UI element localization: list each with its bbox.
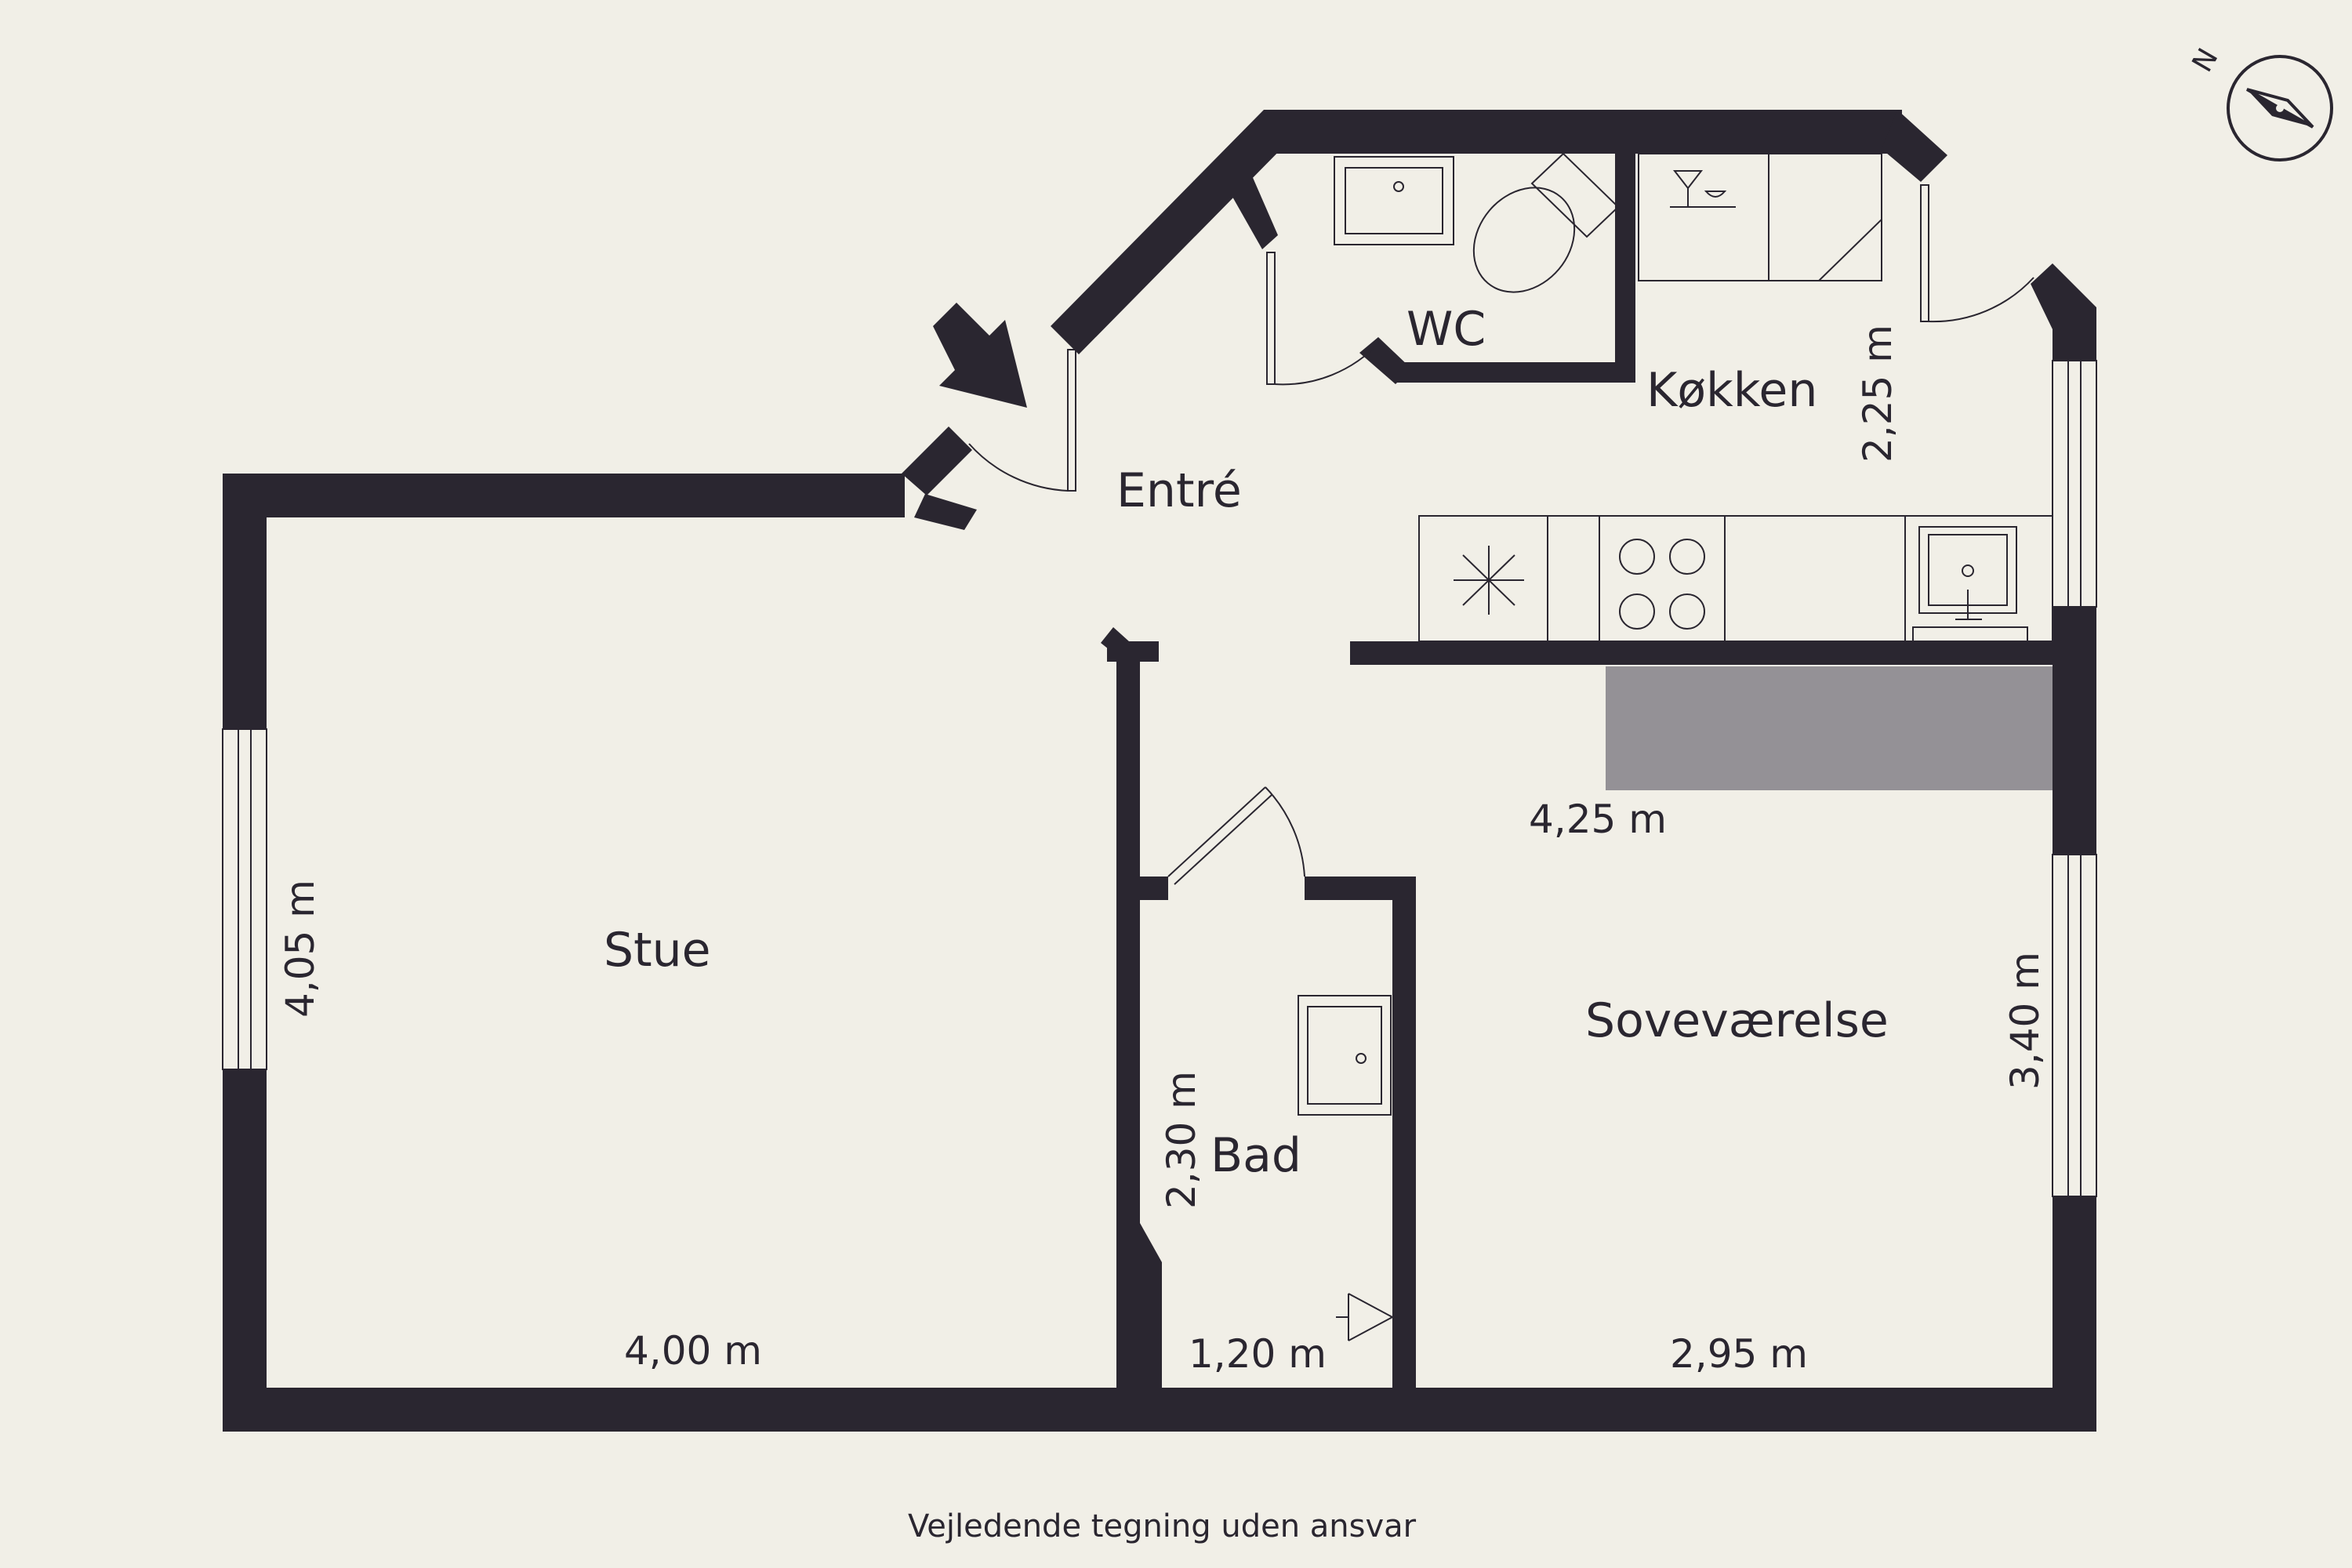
glass-icon bbox=[1670, 170, 1736, 208]
kitchen-sink-icon bbox=[1912, 526, 2028, 642]
window-kitchen bbox=[2052, 360, 2097, 608]
wc-sink bbox=[1334, 156, 1454, 245]
room-label-bedroom: Soveværelse bbox=[1585, 993, 1889, 1048]
kitchen-counter bbox=[1418, 515, 2053, 642]
doors bbox=[968, 184, 2034, 885]
freezer-icon bbox=[1454, 546, 1524, 615]
dim-bath-width: 1,20 m bbox=[1189, 1331, 1327, 1377]
compass-north-label: N bbox=[2187, 43, 2225, 78]
dim-kitchen-height: 2,25 m bbox=[1855, 325, 1900, 463]
window-bedroom bbox=[2052, 854, 2097, 1197]
dim-living-height: 4,05 m bbox=[278, 880, 323, 1018]
dim-kitchen-width: 4,25 m bbox=[1529, 797, 1667, 842]
dim-bedroom-height: 3,40 m bbox=[2002, 952, 2048, 1090]
dim-bath-height: 2,30 m bbox=[1159, 1071, 1204, 1209]
room-label-entrance: Entré bbox=[1116, 463, 1242, 518]
dim-bedroom-width: 2,95 m bbox=[1670, 1331, 1808, 1377]
windows bbox=[222, 360, 2097, 1197]
room-label-kitchen: Køkken bbox=[1646, 363, 1817, 418]
compass-icon bbox=[2227, 55, 2333, 162]
shower-icon bbox=[1336, 1293, 1393, 1341]
room-label-living: Stue bbox=[604, 923, 711, 978]
kitchen-island bbox=[1606, 666, 2053, 790]
toilet-icon bbox=[1472, 152, 1620, 293]
room-label-wc: WC bbox=[1406, 302, 1486, 357]
fixtures bbox=[1298, 152, 2053, 1341]
stove-icon bbox=[1619, 539, 1705, 630]
bath-sink bbox=[1298, 995, 1392, 1116]
window-stue bbox=[222, 728, 267, 1070]
entrance-arrow-icon bbox=[933, 303, 1027, 408]
walls bbox=[223, 110, 2096, 1432]
dim-living-width: 4,00 m bbox=[624, 1328, 762, 1374]
disclaimer-text: Vejledende tegning uden ansvar bbox=[908, 1508, 1417, 1544]
room-label-bath: Bad bbox=[1210, 1128, 1301, 1183]
